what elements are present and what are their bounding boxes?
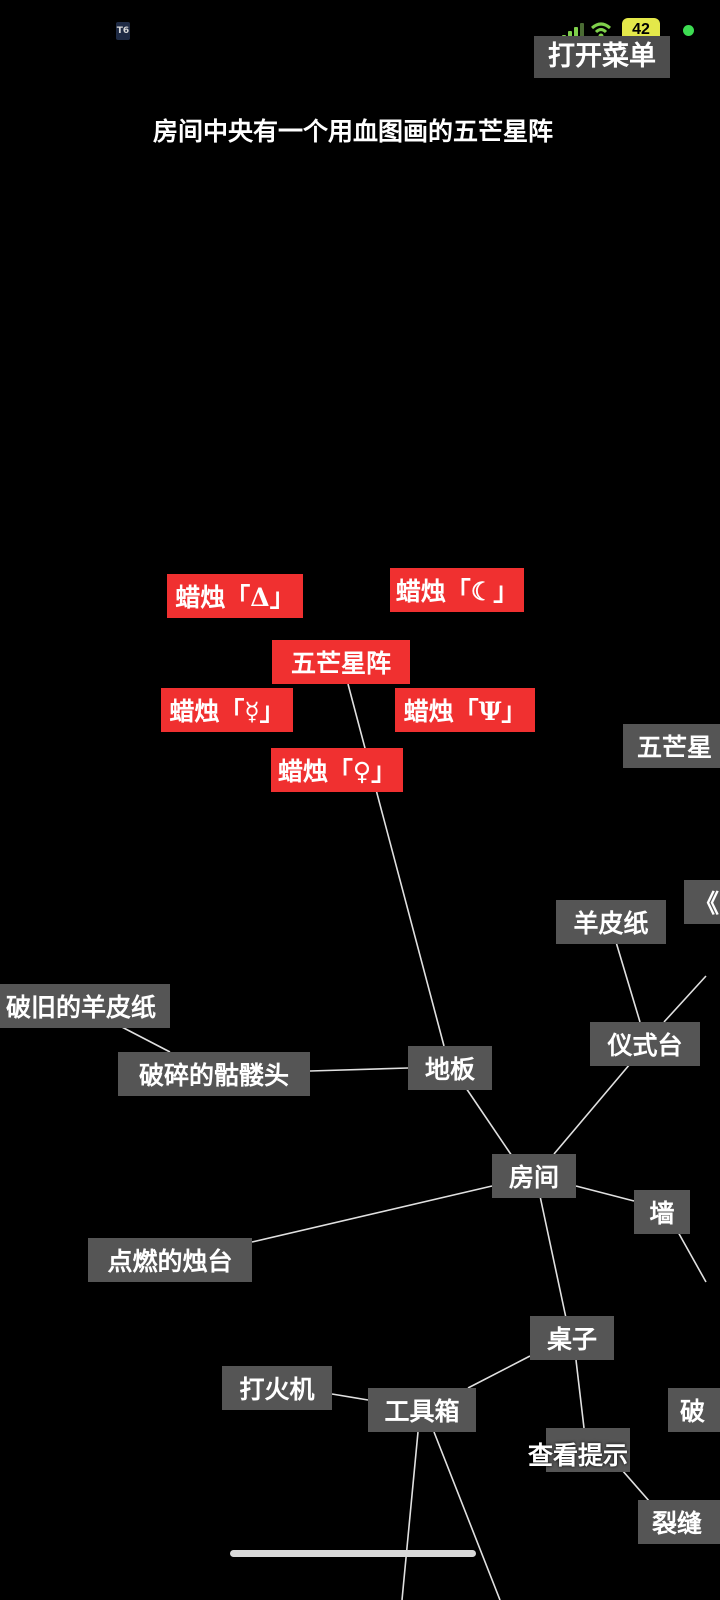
edge-room-to-table [539,1195,567,1319]
node-room[interactable]: 房间 [492,1154,576,1198]
node-lit-candlestick[interactable]: 点燃的烛台 [88,1238,252,1282]
view-hint-button[interactable]: 查看提示 [527,1441,628,1470]
edge-room-to-candlestick [251,1185,493,1243]
edge-hidden-to-crack [621,1469,651,1503]
edge-wall-to-right [677,1231,707,1283]
edge-floor-to-room [465,1087,513,1157]
node-floor[interactable]: 地板 [408,1046,492,1090]
scene-description: 房间中央有一个用血图画的五芒星阵 [152,117,553,146]
edge-table-to-toolbox [467,1355,531,1389]
home-indicator[interactable] [230,1550,476,1557]
edge-room-to-altar [553,1063,631,1155]
node-parchment[interactable]: 羊皮纸 [556,900,666,944]
edge-lighter-to-toolbox [331,1393,369,1401]
node-candle-moon[interactable]: 蜡烛「☾」 [390,568,524,612]
node-wall[interactable]: 墙 [634,1190,690,1234]
node-candle-delta[interactable]: 蜡烛「Δ」 [167,574,303,618]
node-crack[interactable]: 裂缝 [638,1500,720,1544]
node-pentagram-right[interactable]: 五芒星 [623,724,720,768]
node-ritual-altar[interactable]: 仪式台 [590,1022,700,1066]
node-hidden-behind-hint[interactable]: 手机 [546,1428,630,1472]
node-partial-right[interactable]: 《 [684,880,720,924]
edge-altar-to-right [663,975,707,1023]
edge-toolbox-down-right [433,1431,501,1600]
node-broken-right[interactable]: 破 [668,1388,720,1432]
open-menu-button[interactable]: 打开菜单 [534,36,670,78]
app-notification-icon: T6 [116,22,130,40]
node-lighter[interactable]: 打火机 [222,1366,332,1410]
node-toolbox[interactable]: 工具箱 [368,1388,476,1432]
edge-parchment-to-altar [615,941,641,1023]
edge-toolbox-down-left [401,1431,419,1600]
edge-pentagram-to-floor [347,683,445,1047]
node-table[interactable]: 桌子 [530,1316,614,1360]
node-candle-venus[interactable]: 蜡烛「♀」 [271,748,403,792]
edge-skull-to-floor [309,1067,409,1072]
node-candle-psi[interactable]: 蜡烛「Ψ」 [395,688,535,732]
node-pentagram-center[interactable]: 五芒星阵 [272,640,410,684]
node-old-parchment[interactable]: 破旧的羊皮纸 [0,984,170,1028]
edge-old-parchment-to-skull [117,1024,171,1053]
edge-room-to-wall [575,1185,635,1202]
node-broken-skull[interactable]: 破碎的骷髅头 [118,1052,310,1096]
node-candle-mercury[interactable]: 蜡烛「☿」 [161,688,293,732]
privacy-indicator-dot [683,25,694,36]
edge-table-to-hidden [575,1359,585,1429]
